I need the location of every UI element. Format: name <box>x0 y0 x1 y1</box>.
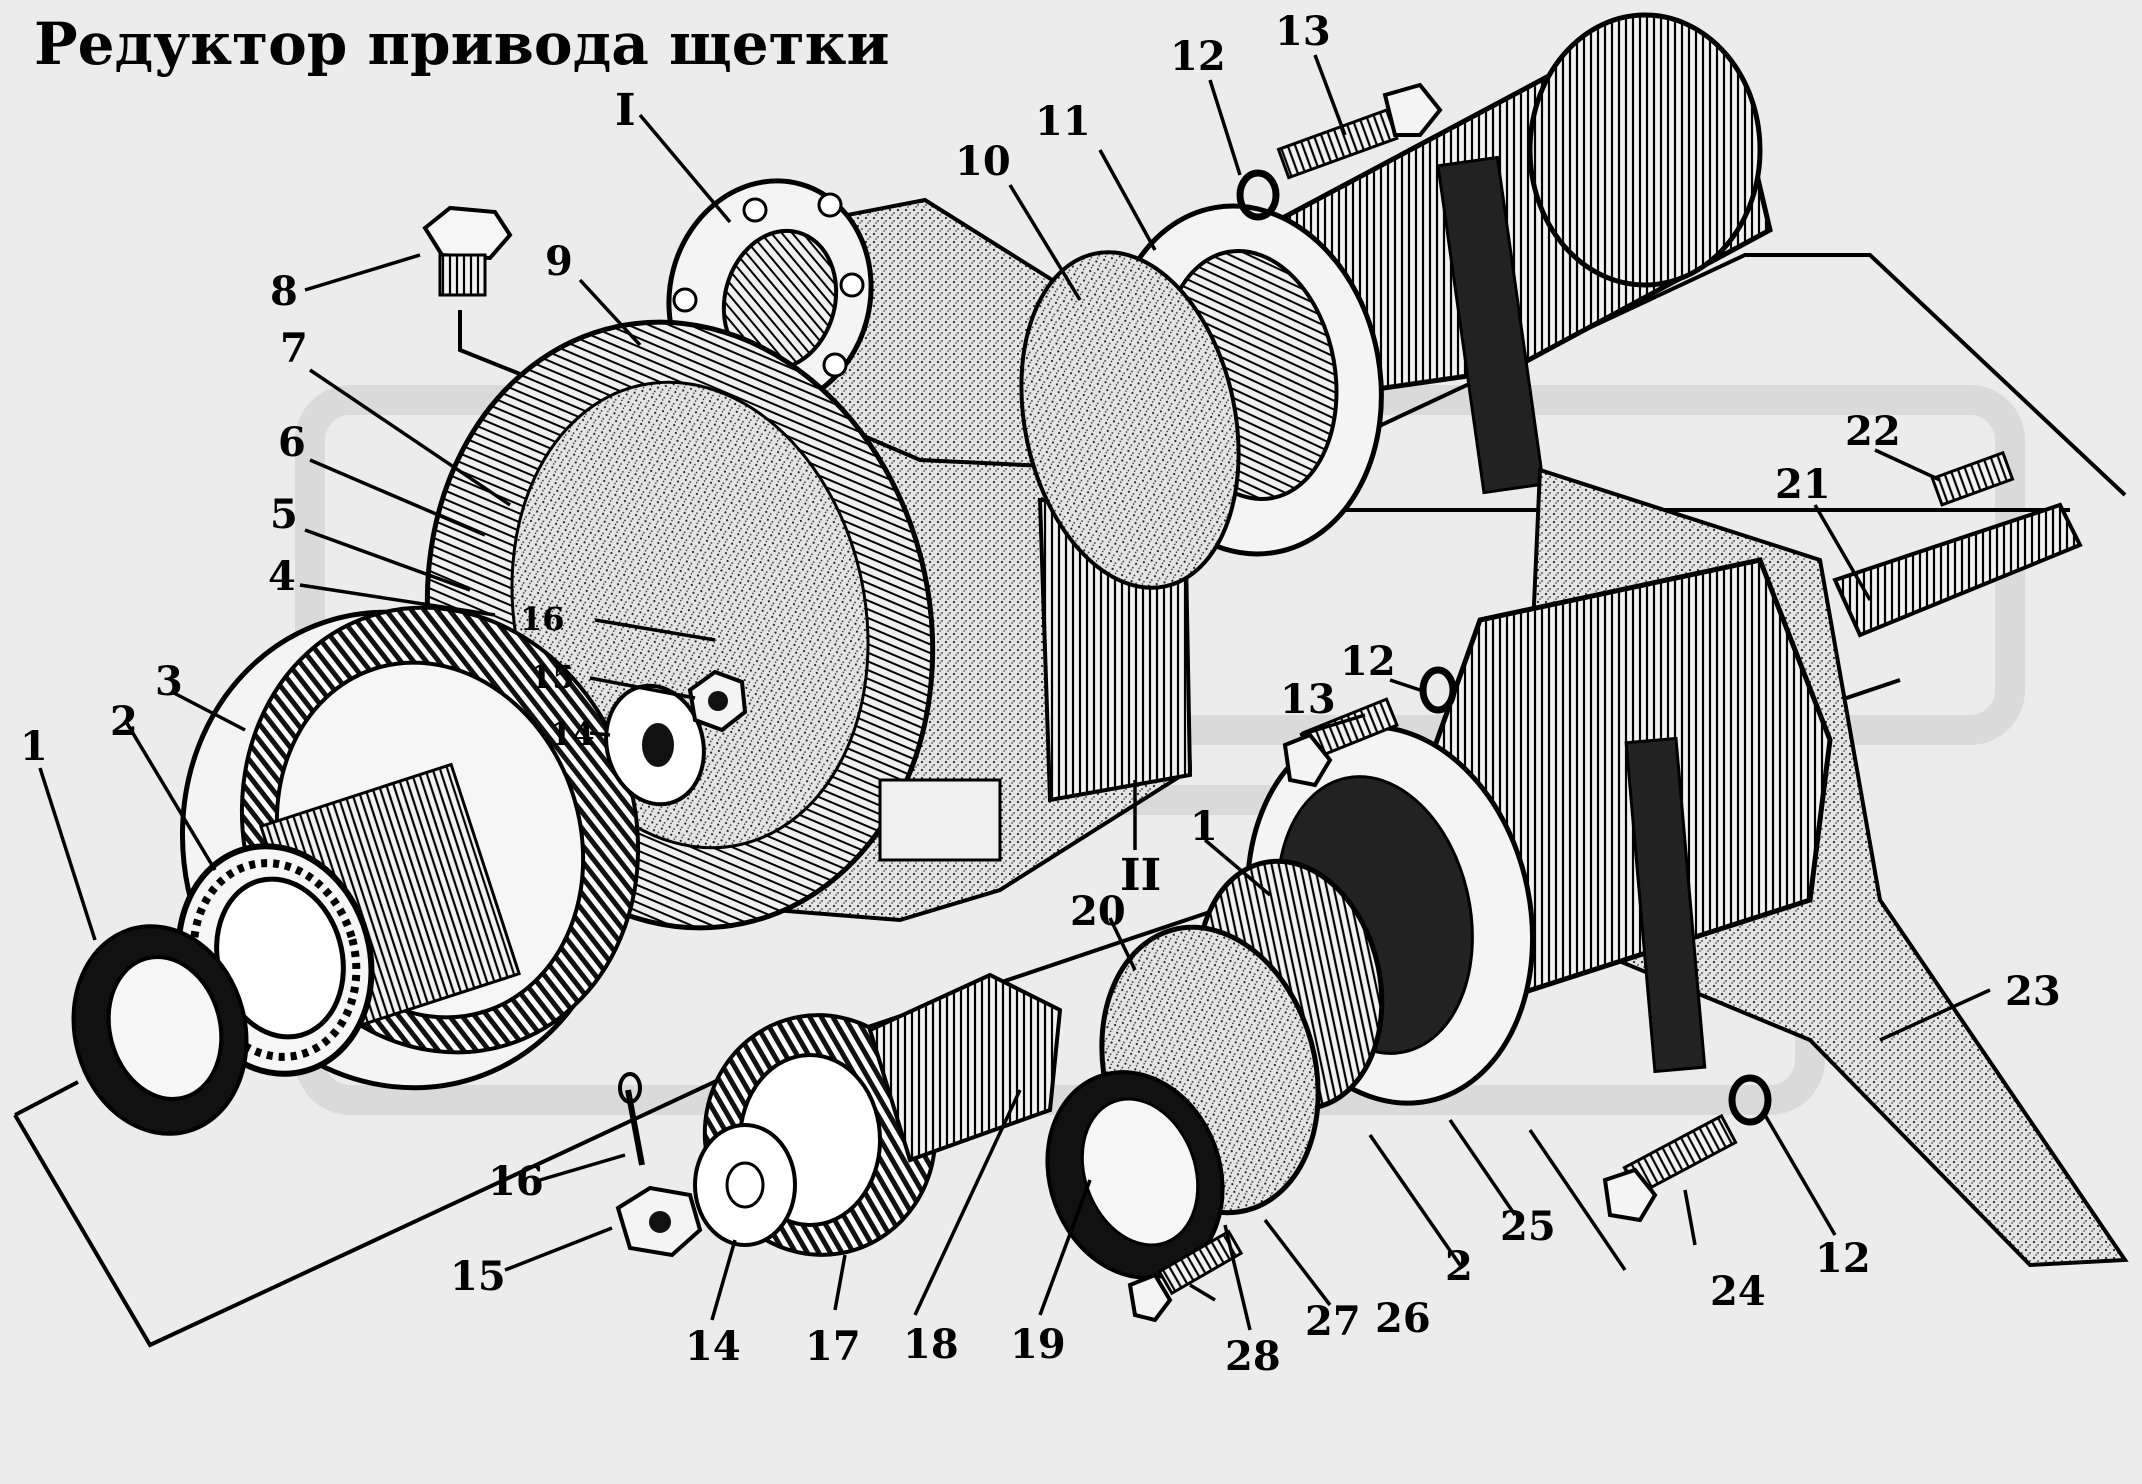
callout-2: 2 <box>1445 1243 1473 1290</box>
callout-12: 12 <box>1340 638 1396 685</box>
callout-25: 25 <box>1500 1203 1556 1250</box>
callout-13: 13 <box>1280 676 1336 723</box>
callout-7: 7 <box>280 325 308 372</box>
large-bevel-gear-3 <box>179 605 641 1091</box>
callout-21: 21 <box>1775 461 1831 508</box>
callout-3: 3 <box>155 658 183 705</box>
bolt-13-lower <box>1282 697 1399 788</box>
callout-12: 12 <box>1170 33 1226 80</box>
bolt-28 <box>1127 1229 1244 1323</box>
motor-upper <box>1257 12 1773 495</box>
callout-4: 4 <box>268 553 296 600</box>
gasket-10 <box>1019 250 1241 590</box>
callout-15: 15 <box>450 1253 506 1300</box>
key-22 <box>1930 450 2015 507</box>
callout-11: 11 <box>1035 98 1091 145</box>
callout-26: 26 <box>1375 1295 1431 1342</box>
callout-labels: 1 2 3 4 5 6 7 8 9 I 10 11 12 13 16 15 14… <box>20 8 2061 1380</box>
seal-19 <box>1045 1070 1225 1280</box>
washer-12-top <box>1236 169 1280 221</box>
castle-nut-15-lower <box>615 1185 703 1258</box>
callout-23: 23 <box>2005 968 2061 1015</box>
washer-14-lower <box>693 1123 797 1247</box>
callout-24: 24 <box>1710 1268 1766 1315</box>
cotter-pin-16-lower <box>618 1072 645 1166</box>
callout-14: 14 <box>685 1323 741 1370</box>
callout-15: 15 <box>530 658 575 696</box>
callout-I: I <box>615 85 636 136</box>
callout-14: 14 <box>550 715 595 753</box>
oil-seal-1 <box>71 924 249 1136</box>
shaft-18 <box>867 972 1063 1163</box>
callout-9: 9 <box>545 238 573 285</box>
callout-20: 20 <box>1070 888 1126 935</box>
callout-10: 10 <box>955 138 1011 185</box>
bolt-24 <box>1602 1113 1738 1223</box>
washer-12-mid <box>1419 666 1457 714</box>
washer-12-low <box>1728 1074 1772 1126</box>
callout-13: 13 <box>1275 8 1331 55</box>
callout-8: 8 <box>270 268 298 315</box>
callout-16: 16 <box>520 600 565 638</box>
shaft-21 <box>1832 502 2083 638</box>
nut-15-upper <box>687 669 748 733</box>
callout-II: II <box>1120 850 1161 901</box>
callout-17: 17 <box>805 1323 861 1370</box>
bolt-13-top <box>1276 82 1443 180</box>
callout-16: 16 <box>488 1158 544 1205</box>
drain-plug-8 <box>422 205 513 297</box>
callout-5: 5 <box>270 491 298 538</box>
callout-1: 1 <box>20 723 48 770</box>
leader-lines <box>38 54 1991 1331</box>
callout-22: 22 <box>1845 408 1901 455</box>
diagram-title: Редуктор привода щетки <box>34 10 890 78</box>
callout-28: 28 <box>1225 1333 1281 1380</box>
callout-27: 27 <box>1305 1298 1361 1345</box>
callout-19: 19 <box>1010 1321 1066 1368</box>
callout-6: 6 <box>278 419 306 466</box>
callout-2: 2 <box>110 698 138 745</box>
callout-18: 18 <box>903 1321 959 1368</box>
callout-12: 12 <box>1815 1235 1871 1282</box>
callout-1: 1 <box>1190 803 1218 850</box>
